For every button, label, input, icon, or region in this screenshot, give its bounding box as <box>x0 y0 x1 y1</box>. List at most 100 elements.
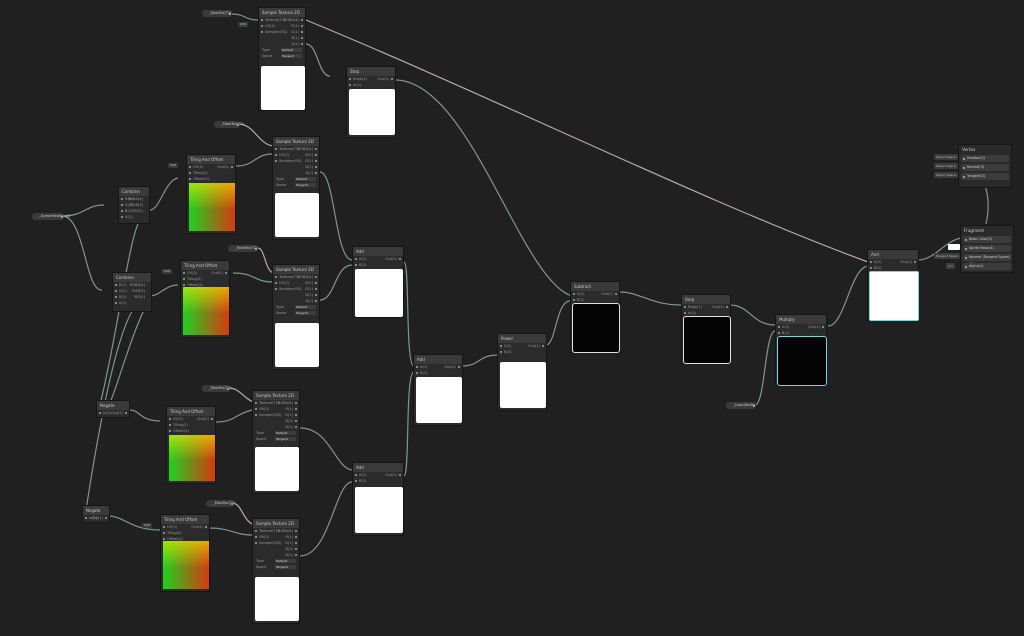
output-port <box>125 411 127 414</box>
type-dropdown[interactable]: Default <box>295 305 316 309</box>
node-preview <box>355 487 403 533</box>
property-node[interactable]: _MainTex(T2) <box>202 10 232 17</box>
wire <box>231 13 259 21</box>
combine-node[interactable]: Combine R(1)RGBA(4) G(1)RGB(3) B(1)RG(2)… <box>118 186 150 224</box>
add-node[interactable]: Add A(1)Out(1) B(1) <box>413 354 463 426</box>
normal-slot[interactable]: Normal (Tangent Space)(3) <box>963 254 1011 266</box>
sample-texture-node[interactable]: Sample Texture 2D Texture(T2)RGBA(4) UV(… <box>272 136 320 240</box>
space-dropdown[interactable]: Object Space <box>934 163 958 169</box>
space-dropdown[interactable]: Tangent Space <box>934 253 960 259</box>
add-node[interactable]: Add A(1)Out(1) B(1) <box>352 462 404 536</box>
node-title: Sample Texture 2D <box>253 519 299 528</box>
port-label: Texture(T2) <box>259 401 280 405</box>
sample-texture-node[interactable]: Sample Texture 2D Texture(T2)RGBA(4) UV(… <box>272 264 320 370</box>
property-node[interactable]: _MainTex(T2) <box>202 385 231 392</box>
and-node[interactable]: And A(1)Out(1) B(1) <box>867 249 919 321</box>
port-label: A(1) <box>305 299 313 303</box>
tiling-offset-node[interactable]: Tiling And Offset UV(2)Out(2) Tiling(2) … <box>186 154 236 234</box>
alpha-slot[interactable]: Alpha(1) <box>963 263 1011 270</box>
vertex-normal-slot[interactable]: Normal(3) <box>961 164 1009 171</box>
port-label: Tiling(2) <box>173 423 188 427</box>
step-node[interactable]: Step Edge(1)Out(1) In(1) <box>681 294 731 364</box>
node-port-row: Tiling(2) <box>167 422 215 428</box>
space-dropdown[interactable]: Object Space <box>934 172 958 178</box>
space-dropdown[interactable]: Tangent <box>275 565 296 569</box>
combine-node[interactable]: Combine R(1)RGBA(4) G(1)RGB(3) B(1)RG(2)… <box>112 272 152 312</box>
space-dropdown[interactable]: Tangent <box>295 311 316 315</box>
property-node[interactable]: _Color(Node) <box>726 402 756 409</box>
output-port <box>231 502 233 505</box>
uv-inline-value[interactable]: UV0 <box>168 163 179 168</box>
port-label: B(1) <box>305 165 313 169</box>
tiling-offset-node[interactable]: Tiling And Offset UV(2)Out(2) Tiling(2) … <box>166 406 216 484</box>
vertex-block[interactable]: Vertex Position(3) Normal(3) Tangent(3) <box>958 144 1012 188</box>
sprite-mask-slot[interactable]: Sprite Mask(4) <box>963 245 1011 252</box>
node-preview <box>349 89 395 135</box>
wire <box>231 502 255 526</box>
wire <box>299 427 353 471</box>
port-label: UV(2) <box>259 535 270 539</box>
node-port-row: Sampler(SS)G(1) <box>273 286 319 292</box>
subtract-node[interactable]: Subtract A(1)Out(1) B(1) <box>570 281 620 353</box>
sample-texture-node[interactable]: Sample Texture 2D Texture(T2)RGBA(4) UV(… <box>252 390 300 494</box>
sample-texture-node[interactable]: Sample Texture 2D Texture(T2)RGBA(4) UV(… <box>252 518 300 624</box>
input-port <box>355 473 357 476</box>
step-node[interactable]: Step Edge(1)Out(1) In(1) <box>346 66 396 138</box>
node-title: Add <box>414 355 462 364</box>
port-label: _Color(Node) <box>733 403 756 407</box>
property-node[interactable]: _MainTex(T2) <box>206 500 235 507</box>
output-port <box>391 77 393 80</box>
power-node[interactable]: Power A(1)Out(1) B(1) <box>497 333 547 411</box>
node-title: Tiling And Offset <box>187 155 235 164</box>
port-label: In(1) <box>89 516 98 520</box>
negate-node[interactable]: Negate In(1)Out(1) <box>82 505 110 523</box>
wire <box>917 237 963 261</box>
type-dropdown[interactable]: Default <box>275 559 296 563</box>
output-port <box>542 344 544 347</box>
port-label: _ScreenPosition(4) <box>39 214 71 218</box>
fragment-block[interactable]: Fragment Base Color(3) Sprite Mask(4) No… <box>960 225 1014 273</box>
tiling-offset-node[interactable]: Tiling And Offset UV(2)Out(2) Tiling(2) … <box>160 514 210 592</box>
uv-inline-value[interactable]: UV0 <box>162 269 173 274</box>
type-dropdown[interactable]: Default <box>275 431 296 435</box>
node-port-row: B(1)RG(2) <box>113 294 151 300</box>
port-label: RGBA(4) <box>297 275 313 279</box>
space-dropdown[interactable]: Tangent <box>275 437 296 441</box>
port-label: R(1) <box>305 153 313 157</box>
add-node[interactable]: Add A(1)Out(1) B(1) <box>352 246 404 318</box>
output-port <box>237 123 239 126</box>
space-dropdown[interactable]: Tangent <box>281 54 302 58</box>
port-label: UV(2) <box>167 525 178 529</box>
sample-texture-node[interactable]: Sample Texture 2D Texture(T2)RGBA(4) UV(… <box>258 7 306 111</box>
space-dropdown[interactable]: Tangent <box>295 183 316 187</box>
multiply-node[interactable]: Multiply A(1)Out(1) B(1) <box>775 314 827 386</box>
type-dropdown[interactable]: Default <box>281 48 302 52</box>
vertex-position-slot[interactable]: Position(3) <box>961 155 1009 162</box>
space-dropdown[interactable]: Object Space <box>934 154 958 160</box>
input-port <box>115 301 117 304</box>
alpha-value[interactable]: X 1 <box>946 263 955 269</box>
property-node[interactable]: _MainTex(T2) <box>228 245 258 252</box>
base-color-slot[interactable]: Base Color(3) <box>963 236 1011 243</box>
property-node[interactable]: _MaskTex(T2) <box>214 121 244 128</box>
node-port-row: B(1) <box>253 546 299 552</box>
tiling-offset-node[interactable]: Tiling And Offset UV(2)Out(2) Tiling(2) … <box>180 260 230 338</box>
node-preview <box>163 541 209 589</box>
node-preview <box>189 183 235 231</box>
input-port <box>684 305 686 308</box>
type-dropdown[interactable]: Default <box>295 177 316 181</box>
base-color-swatch[interactable] <box>948 244 960 250</box>
vertex-tangent-slot[interactable]: Tangent(3) <box>961 173 1009 180</box>
wire <box>232 272 273 283</box>
negate-node[interactable]: Negate In(1)Out(1) <box>96 400 130 418</box>
port-label: R(1) <box>285 535 293 539</box>
node-port-row: Offset(2) <box>181 282 229 288</box>
output-port <box>315 153 317 156</box>
input-port <box>163 537 165 540</box>
property-node[interactable]: _ScreenPosition(4) <box>32 213 70 220</box>
uv-inline-value[interactable]: UV0 <box>238 22 249 27</box>
uv-inline-value[interactable]: UV0 <box>142 523 153 528</box>
